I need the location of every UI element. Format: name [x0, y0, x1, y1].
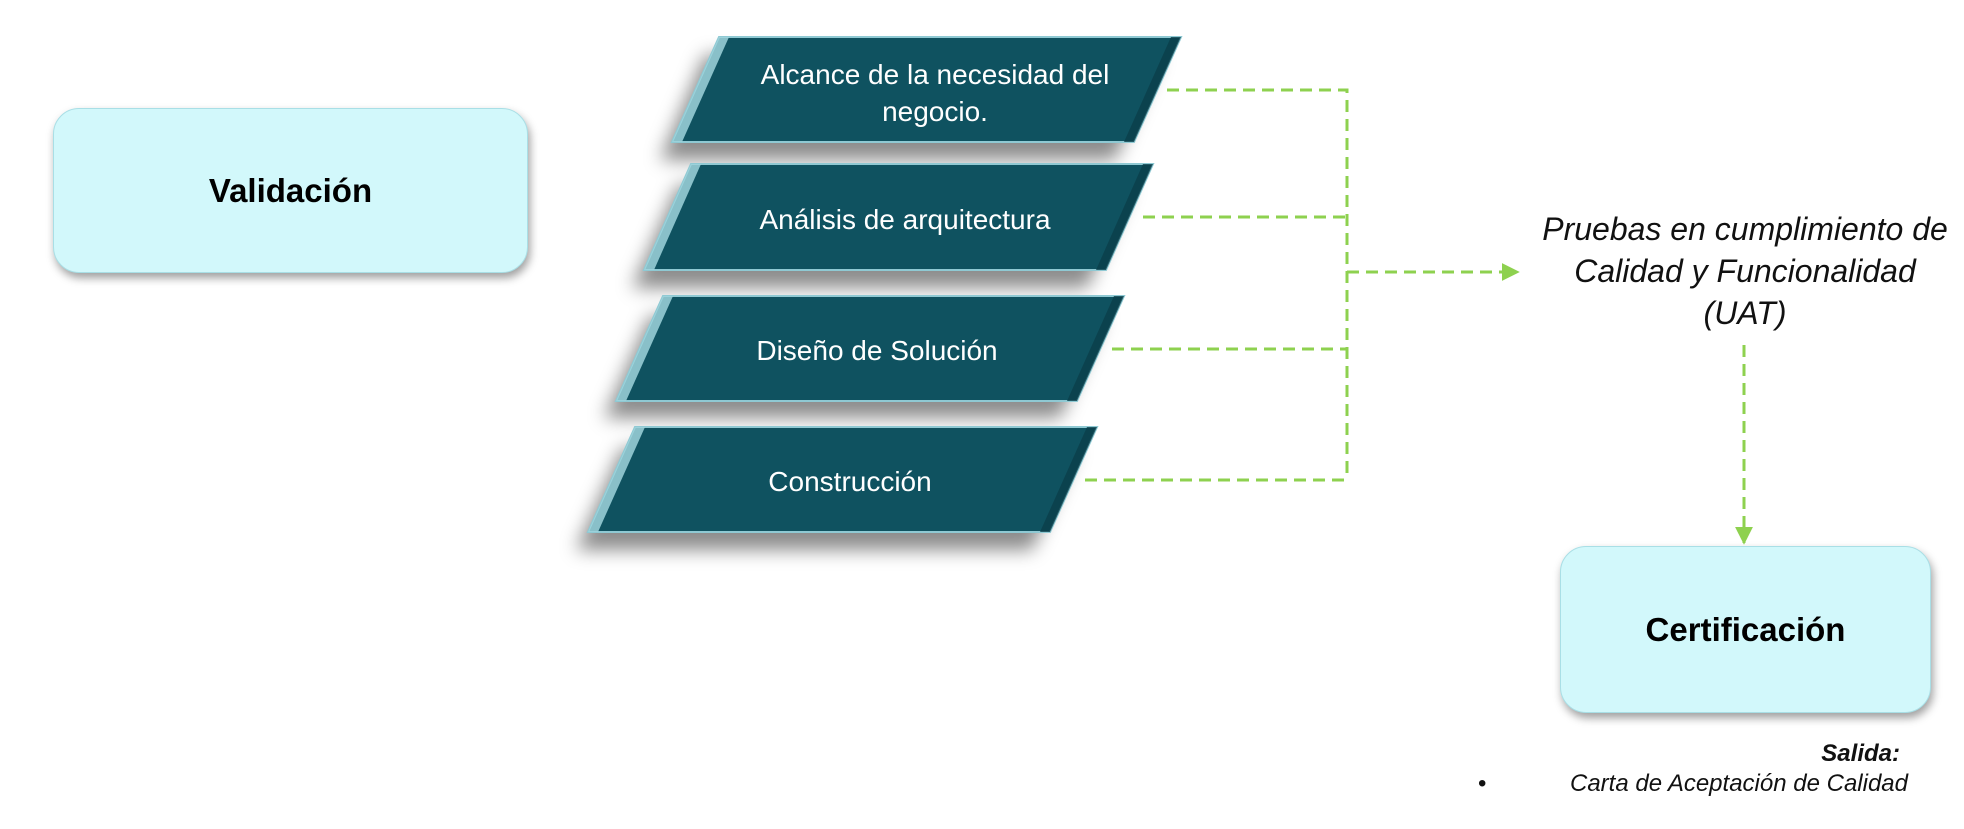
output-item: Carta de Aceptación de Calidad [1570, 770, 1908, 797]
step-label-analisis: Análisis de arquitectura [759, 203, 1051, 235]
output-heading: Salida: [1821, 740, 1900, 767]
outcome-label: Pruebas en cumplimiento de Calidad y Fun… [1542, 211, 1948, 331]
output-list: • Carta de Aceptación de Calidad [1478, 770, 1908, 804]
step-label-alcance: Alcance de la necesidad del negocio. [760, 59, 1110, 127]
step-shape-diseno [614, 295, 1126, 402]
step-shape-analisis [642, 163, 1155, 271]
validation-label: Validación [208, 171, 373, 209]
validation-box: Validación [53, 108, 528, 273]
bullet-icon: • [1478, 770, 1487, 797]
step-shape-construccion [586, 426, 1099, 533]
certification-label: Certificación [1645, 610, 1846, 648]
step-shape-alcance [670, 36, 1183, 143]
certification-box: Certificación [1560, 546, 1931, 713]
connectors [1085, 88, 1753, 545]
step-label-diseno: Diseño de Solución [756, 334, 998, 366]
step-label-construccion: Construcción [768, 465, 932, 497]
connector-step-0 [1167, 88, 1349, 480]
